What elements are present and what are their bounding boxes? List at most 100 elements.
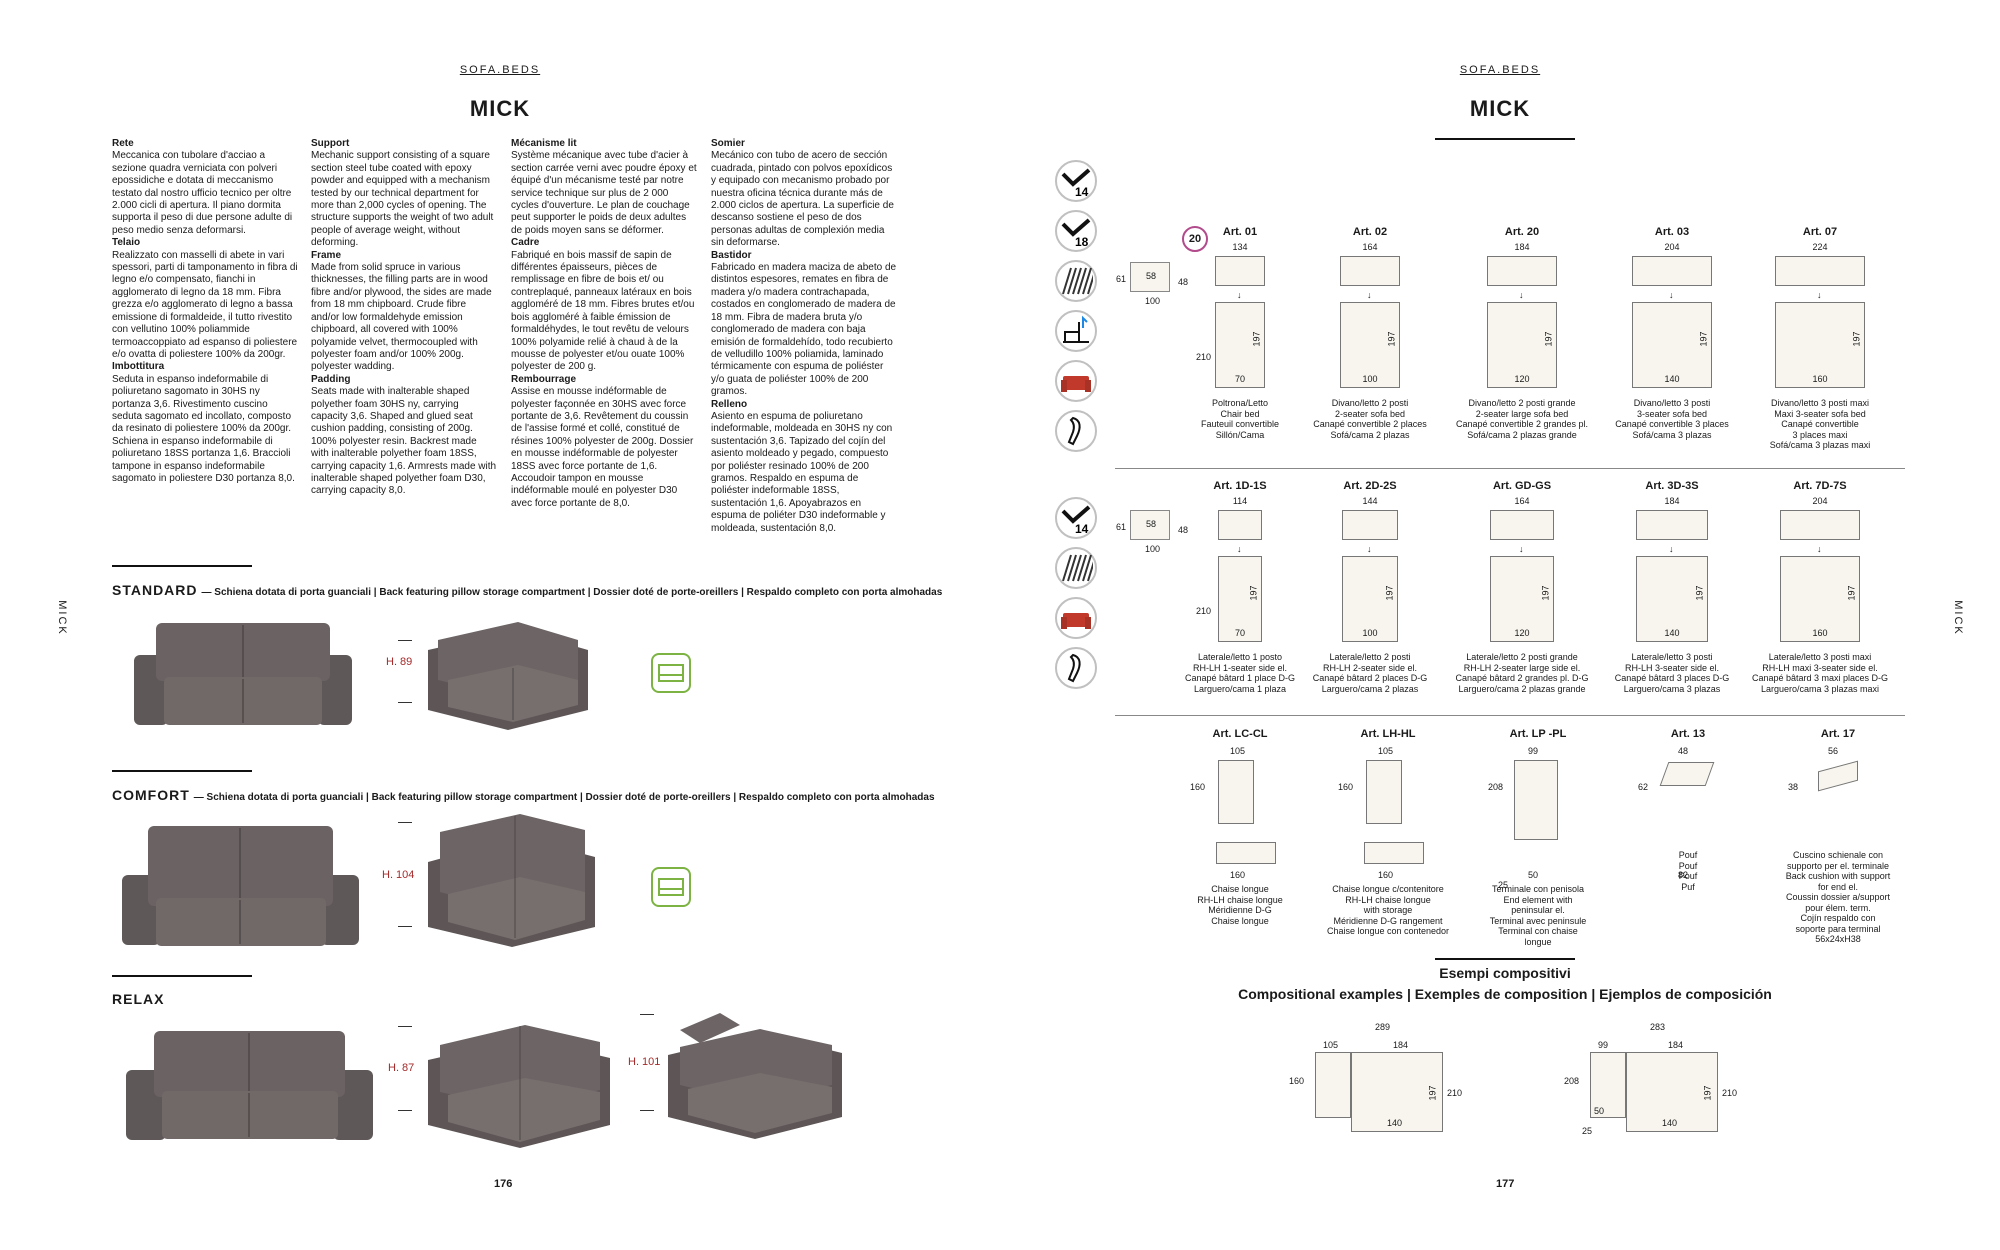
- description-line: Canapé bâtard 3 places D-G: [1614, 673, 1730, 683]
- spec-text: Mechanic support consisting of a square …: [311, 150, 494, 249]
- article-width: 114: [1232, 496, 1248, 506]
- chaise-module: [1590, 1052, 1626, 1118]
- sofa-bed-icon: [651, 867, 691, 907]
- description-line: Méridienne D-G rangement: [1333, 915, 1443, 926]
- sofa-top-view: [1780, 510, 1860, 540]
- section-name: COMFORT: [112, 787, 190, 803]
- total-width: 283: [1650, 1022, 1666, 1032]
- arrow-down-icon: ↓: [1519, 290, 1524, 300]
- bed-width: 140: [1387, 1118, 1403, 1128]
- dim-label: 208: [1488, 782, 1504, 792]
- height-tick: [398, 1026, 412, 1027]
- height-tick: [398, 640, 412, 641]
- bed-length: 197: [1248, 585, 1259, 601]
- category-kicker: SOFA.BEDS: [459, 64, 541, 76]
- article-title: Art. LH-HL: [1360, 728, 1416, 740]
- spec-text: Assise en mousse indéformable de polyest…: [511, 386, 694, 509]
- armrest-icon: [1055, 647, 1097, 689]
- spec-text: Fabricado en madera maciza de abeto de d…: [711, 262, 897, 398]
- article-width: 224: [1812, 242, 1828, 252]
- dim-label: 160: [1378, 870, 1394, 880]
- spec-text: Realizzato con masselli di abete in vari…: [112, 249, 298, 360]
- bed-length: 197: [1851, 331, 1862, 347]
- bed-length: 197: [1846, 585, 1857, 601]
- section-title-relax: RELAX: [112, 991, 164, 1007]
- part-width: 99: [1598, 1040, 1609, 1050]
- height-tick: [398, 822, 412, 823]
- article-title: Art. GD-GS: [1492, 480, 1552, 492]
- bed-open-view: [1636, 556, 1708, 642]
- mattress-badge: 20: [1182, 226, 1208, 252]
- article-width: 164: [1514, 496, 1530, 506]
- article-title: Art. 03: [1654, 226, 1690, 238]
- description-line: 3 places maxi: [1792, 429, 1848, 440]
- chaise-top-view: [1218, 760, 1254, 824]
- bed-open-view: [1775, 302, 1865, 388]
- bed-module: [1351, 1052, 1443, 1132]
- height-label: H. 87: [388, 1062, 415, 1074]
- bed-length: 197: [1251, 331, 1262, 347]
- bed-open-view: [1342, 556, 1398, 642]
- part-depth: 50: [1594, 1106, 1605, 1116]
- side-label: MICK: [55, 600, 68, 636]
- dim-label: 82: [1678, 870, 1689, 880]
- height-tick: [398, 702, 412, 703]
- bed-open-view: [1218, 556, 1262, 642]
- dim-label: 38: [1788, 782, 1799, 792]
- description-line: Laterale/letto 1 posto: [1197, 652, 1283, 662]
- dim-label: 58: [1146, 271, 1157, 281]
- section-name: RELAX: [112, 991, 165, 1007]
- height-label: H. 104: [382, 869, 415, 881]
- chaise-module: [1315, 1052, 1351, 1118]
- bed-length: 197: [1386, 331, 1397, 347]
- description-line: Laterale/letto 2 posti grande: [1466, 652, 1578, 662]
- icon-label: 14: [1075, 522, 1089, 535]
- description-line: longue: [1524, 936, 1552, 947]
- description-line: Canapé bâtard 2 grandes pl. D-G: [1455, 673, 1589, 683]
- arrow-down-icon: ↓: [1237, 290, 1242, 300]
- description-line: 3-seater sofa bed: [1636, 408, 1708, 419]
- article-title: Art. 20: [1504, 226, 1540, 238]
- bed-width: 100: [1362, 628, 1378, 638]
- description-line: Canapé bâtard 1 place D-G: [1184, 673, 1296, 683]
- left-depth: 208: [1564, 1076, 1580, 1086]
- spec-text: Made from solid spruce in various thickn…: [311, 262, 492, 373]
- bed-length: 197: [1540, 585, 1551, 601]
- spec-text: Asiento en espuma de poliuretano indefor…: [711, 410, 893, 534]
- 14-cm-mattress-icon: 14: [1055, 497, 1097, 539]
- dim-label: 160: [1338, 782, 1354, 792]
- description-line: Laterale/letto 3 posti: [1631, 652, 1713, 662]
- bed-width: 140: [1662, 1118, 1678, 1128]
- description-line: Larguero/cama 2 plazas grande: [1458, 683, 1586, 694]
- arrow-down-icon: ↓: [1817, 544, 1822, 554]
- description-line: Terminale con penisola: [1491, 884, 1585, 894]
- dim-label: 48: [1678, 746, 1689, 756]
- right-depth: 210: [1447, 1088, 1463, 1098]
- description-line: Terminal avec peninsule: [1489, 915, 1587, 926]
- description-line: Pouf: [1678, 860, 1698, 871]
- side-profile: [1130, 510, 1170, 540]
- opening-mechanism-icon: [1055, 310, 1097, 352]
- dim-label: 99: [1528, 746, 1539, 756]
- article-width: 164: [1362, 242, 1378, 252]
- description-line: Canapé bâtard 3 maxi places D-G: [1751, 673, 1889, 683]
- sofa-relax-side: [420, 1020, 620, 1155]
- description-line: Sofá/cama 3 plazas: [1632, 429, 1712, 440]
- description-line: Larguero/cama 2 plazas: [1321, 683, 1419, 694]
- description-line: Chaise longue: [1211, 884, 1269, 894]
- description-line: Canapé bâtard 2 places D-G: [1312, 673, 1428, 683]
- article-title: Art. 07: [1802, 226, 1838, 238]
- examples-title: Esempi compositivi: [1439, 965, 1571, 981]
- arrow-down-icon: ↓: [1669, 290, 1674, 300]
- description-line: Divano/letto 3 posti maxi: [1770, 398, 1870, 408]
- depth-label: 210: [1196, 606, 1212, 616]
- height-tick: [398, 1110, 412, 1111]
